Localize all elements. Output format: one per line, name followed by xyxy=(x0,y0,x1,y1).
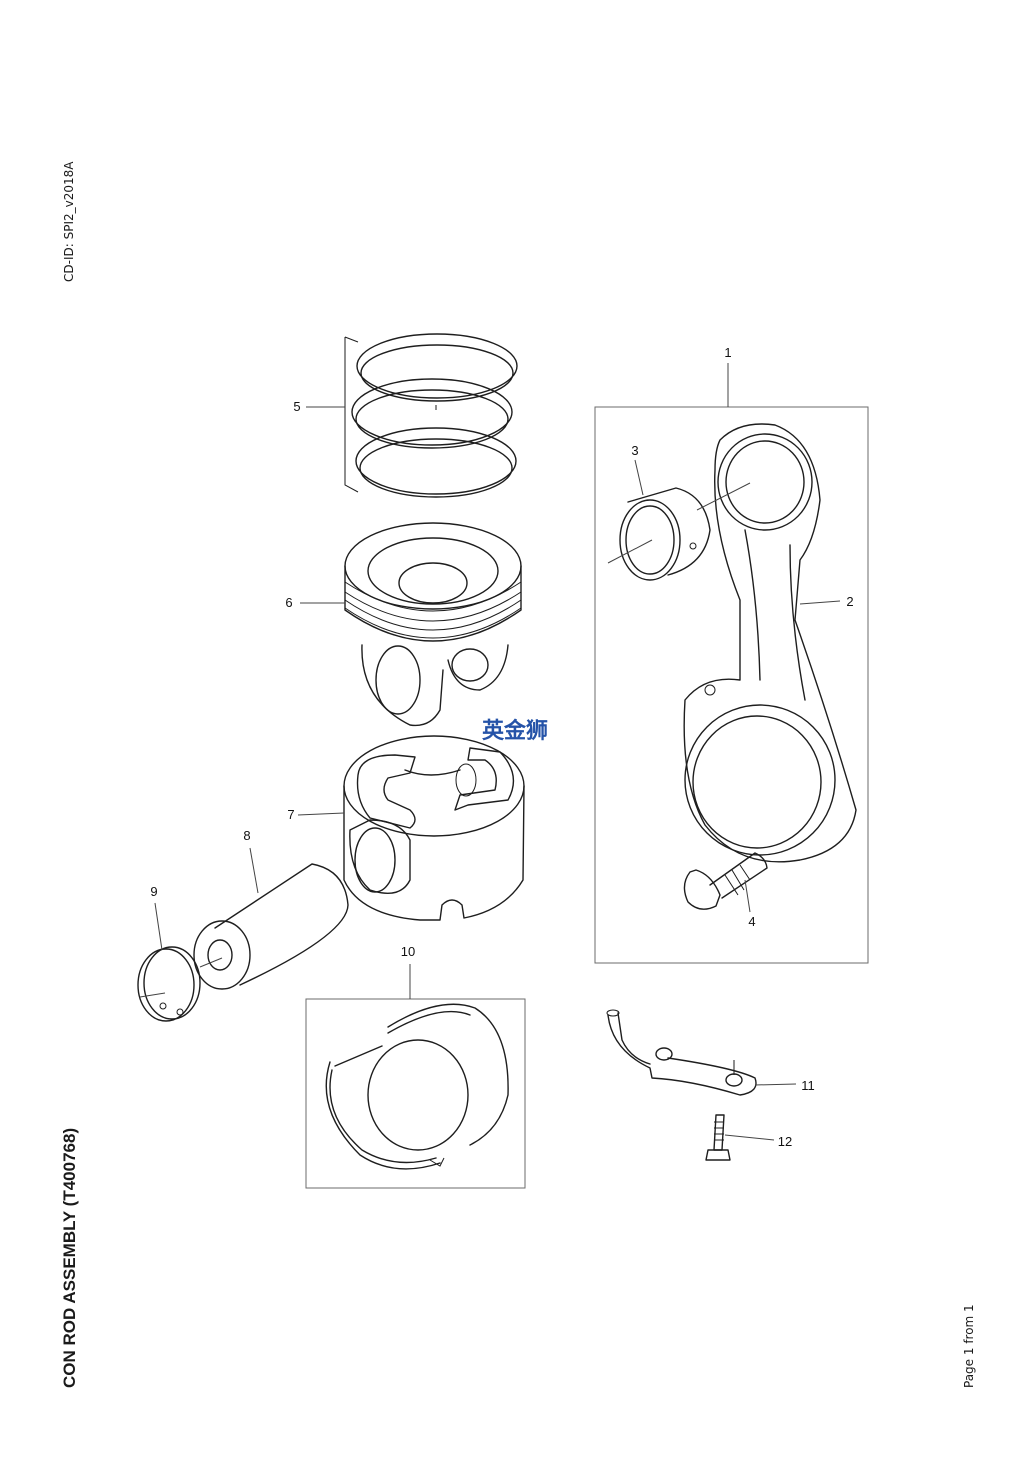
callout-1: 1 xyxy=(724,345,731,360)
piston-crown xyxy=(344,522,522,727)
oil-nozzle-bolt xyxy=(705,1114,731,1161)
watermark-text: 英金狮 xyxy=(482,718,548,744)
callout-11: 11 xyxy=(801,1078,815,1093)
bearing-group-frame xyxy=(305,998,526,1189)
callout-10: 10 xyxy=(401,944,415,959)
callout-9: 9 xyxy=(150,884,157,899)
oil-nozzle xyxy=(606,1009,757,1096)
callout-12: 12 xyxy=(778,1134,792,1149)
callout-4: 4 xyxy=(748,914,755,929)
con-rod-bolt xyxy=(683,852,768,910)
callout-3: 3 xyxy=(631,443,638,458)
callout-8: 8 xyxy=(243,828,250,843)
piston-body xyxy=(343,735,525,921)
callout-7: 7 xyxy=(287,807,294,822)
small-end-bush xyxy=(619,487,711,581)
con-rod-group-frame xyxy=(594,406,869,964)
callout-2: 2 xyxy=(846,594,853,609)
piston-rings xyxy=(344,333,518,498)
callout-6: 6 xyxy=(285,595,292,610)
bearing-shells xyxy=(325,1003,509,1170)
callout-5: 5 xyxy=(293,399,300,414)
piston-pin xyxy=(193,863,349,990)
connecting-rod xyxy=(683,423,857,863)
circlip xyxy=(137,946,201,1022)
